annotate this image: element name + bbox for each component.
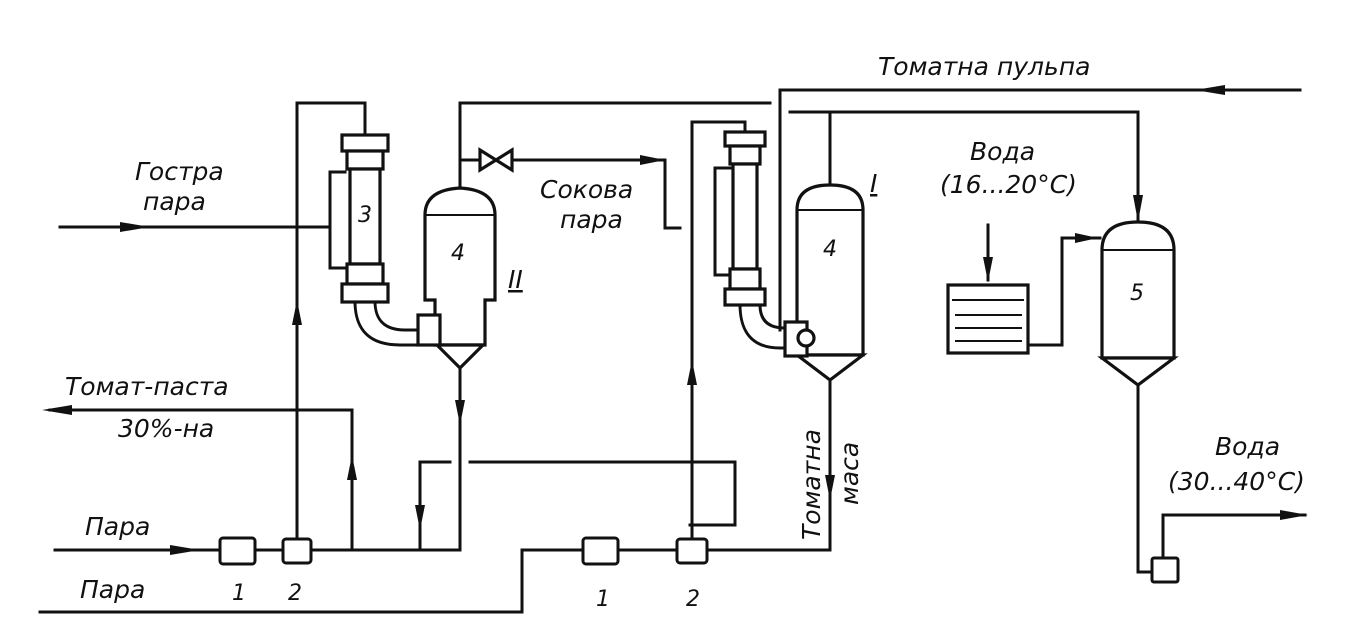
arrow-tank-to-cond <box>1075 233 1098 243</box>
arrow-live-steam <box>120 222 150 232</box>
condenser-5 <box>1097 220 1179 387</box>
stage-mark-ii: II <box>508 265 523 294</box>
tomato-pulp-line <box>778 88 1302 332</box>
pumps <box>218 536 1180 584</box>
label-water-out-1: Вода <box>1215 432 1280 461</box>
pump2b-riser <box>690 120 747 542</box>
label-juice-steam-1: Сокова <box>540 175 633 204</box>
labels: Томатна пульпа Гостра пара Сокова пара В… <box>65 52 1305 612</box>
label-water-in-1: Вода <box>970 137 1035 166</box>
equipment-number-3: 3 <box>358 203 372 228</box>
equipment-number-4-i: 4 <box>823 237 837 262</box>
arrow-pump2b-up <box>687 360 697 385</box>
pump-number-2b: 2 <box>686 587 700 612</box>
arrow-tomato-paste <box>42 405 72 415</box>
pump-1a <box>218 536 257 566</box>
pump-1b <box>581 536 620 566</box>
water-out-line <box>1161 513 1307 560</box>
tank-to-condenser <box>1026 236 1102 347</box>
label-tomato-paste-2: 30%-на <box>118 414 214 443</box>
label-tomato-mass-1: Томатна <box>797 429 826 540</box>
valve-icon <box>478 147 514 173</box>
vapor-line-to-condenser <box>788 110 1140 227</box>
arrow-recirc-down <box>415 505 425 530</box>
label-tomato-pulp: Томатна пульпа <box>878 52 1090 81</box>
arrow-evap2-down <box>455 400 465 425</box>
condenser-drain <box>1136 383 1154 574</box>
pump-2b <box>675 537 709 565</box>
label-water-in-2: (16...20°С) <box>940 170 1077 199</box>
arrows <box>42 85 1308 555</box>
arrow-to-condenser <box>1133 195 1143 222</box>
equipment-number-5: 5 <box>1130 281 1144 306</box>
label-steam-top: Пара <box>85 512 150 541</box>
heater3-to-evap2 <box>353 300 422 347</box>
heater3-to-evap2-b <box>373 300 422 332</box>
arrow-water-in <box>983 257 993 282</box>
tomato-paste-line <box>48 408 354 552</box>
label-live-steam-1: Гостра <box>135 157 224 186</box>
arrow-tomato-mass-down <box>825 475 835 500</box>
evaporator-ii <box>416 186 497 371</box>
pump-number-1a: 1 <box>232 581 246 606</box>
pump-number-2a: 2 <box>288 581 302 606</box>
juice-steam-line <box>458 158 682 230</box>
label-live-steam-2: пара <box>143 187 206 216</box>
label-water-out-2: (30...40°С) <box>1168 467 1305 496</box>
arrow-tomato-pulp <box>1195 85 1225 95</box>
label-tomato-mass-2: маса <box>835 442 864 505</box>
heater-right-bypass <box>713 166 732 277</box>
label-juice-steam-2: пара <box>560 205 623 234</box>
arrow-steam-top <box>170 545 200 555</box>
arrow-paste-up <box>347 455 357 480</box>
pump-2a <box>281 537 313 565</box>
pump-number-1b: 1 <box>596 587 610 612</box>
heater-right <box>723 130 767 307</box>
heater-right-to-evap1 <box>738 303 792 350</box>
label-steam-bottom: Пара <box>80 575 145 604</box>
arrow-pump2-up <box>292 300 302 325</box>
stage-mark-i: I <box>870 169 877 198</box>
heater3-bypass <box>328 170 347 270</box>
heater-right-to-evap1-b <box>758 303 787 330</box>
label-tomato-paste-1: Томат-паста <box>65 372 229 401</box>
arrow-juice-steam <box>640 155 665 165</box>
arrow-water-out <box>1280 510 1308 520</box>
water-tank <box>946 283 1030 355</box>
evaporator-i <box>783 183 868 383</box>
equipment-number-4-ii: 4 <box>451 241 465 266</box>
steam-line-bottom <box>38 378 832 614</box>
pump-condenser <box>1150 556 1180 584</box>
heater-3 <box>340 133 390 304</box>
recirc-loop <box>418 460 737 552</box>
